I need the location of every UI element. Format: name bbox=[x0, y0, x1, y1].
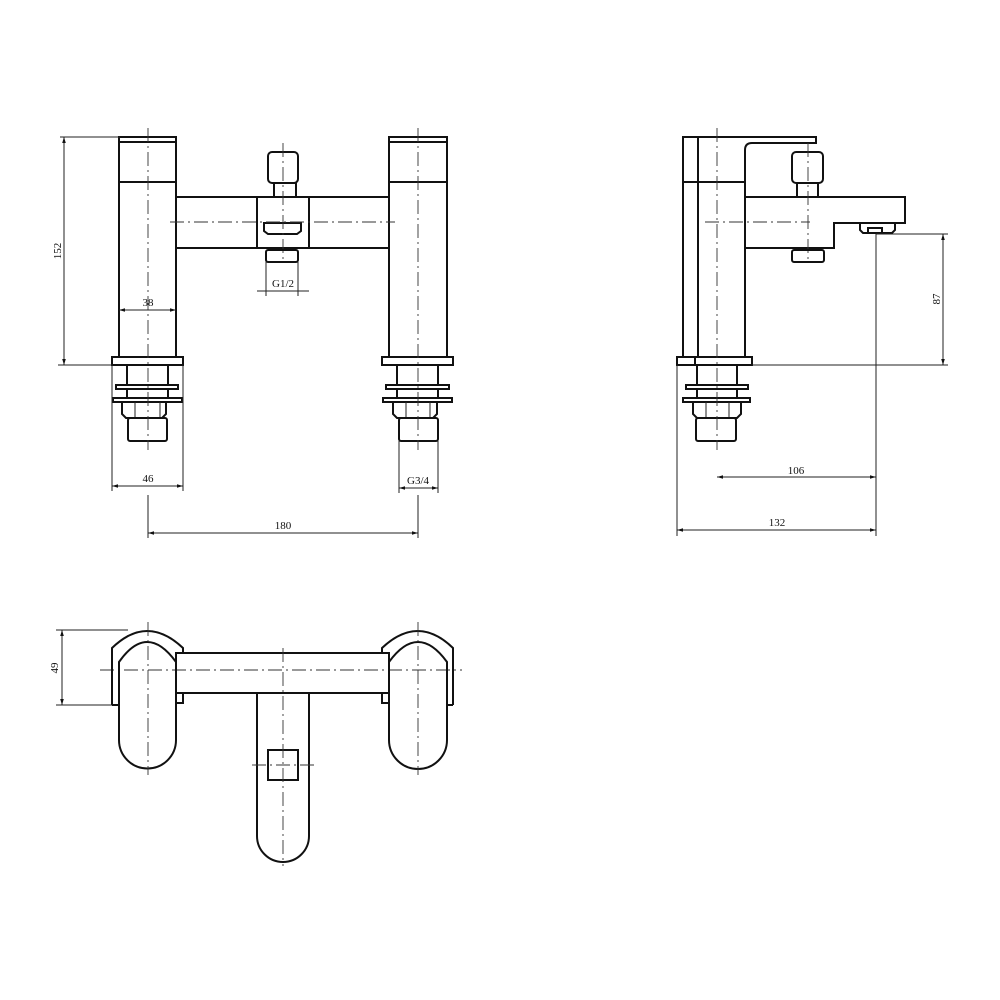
side-view: 87 106 132 bbox=[676, 128, 948, 536]
bridge-body bbox=[170, 196, 395, 249]
dimension-87: 87 bbox=[752, 233, 948, 366]
dim-label-180: 180 bbox=[275, 520, 292, 532]
left-pillar bbox=[111, 128, 184, 450]
dimension-38: 38 bbox=[119, 297, 176, 312]
dimension-g3-4: G3/4 bbox=[398, 441, 439, 493]
dim-label-49: 49 bbox=[49, 662, 61, 674]
diverter-knob bbox=[267, 143, 299, 262]
front-view: 152 38 G1/2 46 G3/4 180 bbox=[52, 128, 454, 538]
dimension-49: 49 bbox=[49, 629, 128, 706]
dim-label-46: 46 bbox=[143, 473, 155, 485]
top-left-handle bbox=[111, 622, 184, 775]
side-spout bbox=[705, 196, 906, 249]
dimension-46: 46 bbox=[111, 365, 184, 491]
dimension-152: 152 bbox=[52, 136, 120, 366]
dim-label-106: 106 bbox=[788, 465, 805, 477]
dimension-132: 132 bbox=[676, 365, 876, 536]
top-right-handle bbox=[381, 622, 454, 775]
dim-label-87: 87 bbox=[931, 293, 943, 305]
side-diverter-knob bbox=[791, 143, 824, 262]
dimension-106: 106 bbox=[717, 234, 877, 536]
top-bridge bbox=[175, 652, 390, 694]
bottom-outlet bbox=[265, 249, 299, 263]
dim-label-g3-4: G3/4 bbox=[407, 475, 430, 487]
dimension-g1-2: G1/2 bbox=[257, 262, 309, 296]
side-bottom-outlet bbox=[791, 249, 825, 263]
top-view: 49 bbox=[49, 622, 462, 866]
right-pillar bbox=[381, 128, 454, 450]
top-spout bbox=[252, 648, 316, 866]
dimension-180: 180 bbox=[147, 495, 419, 538]
dim-label-132: 132 bbox=[769, 517, 786, 529]
dim-label-38: 38 bbox=[143, 297, 155, 309]
dim-label-152: 152 bbox=[52, 243, 64, 260]
side-pillar bbox=[676, 128, 817, 450]
dim-label-g1-2: G1/2 bbox=[272, 278, 294, 290]
